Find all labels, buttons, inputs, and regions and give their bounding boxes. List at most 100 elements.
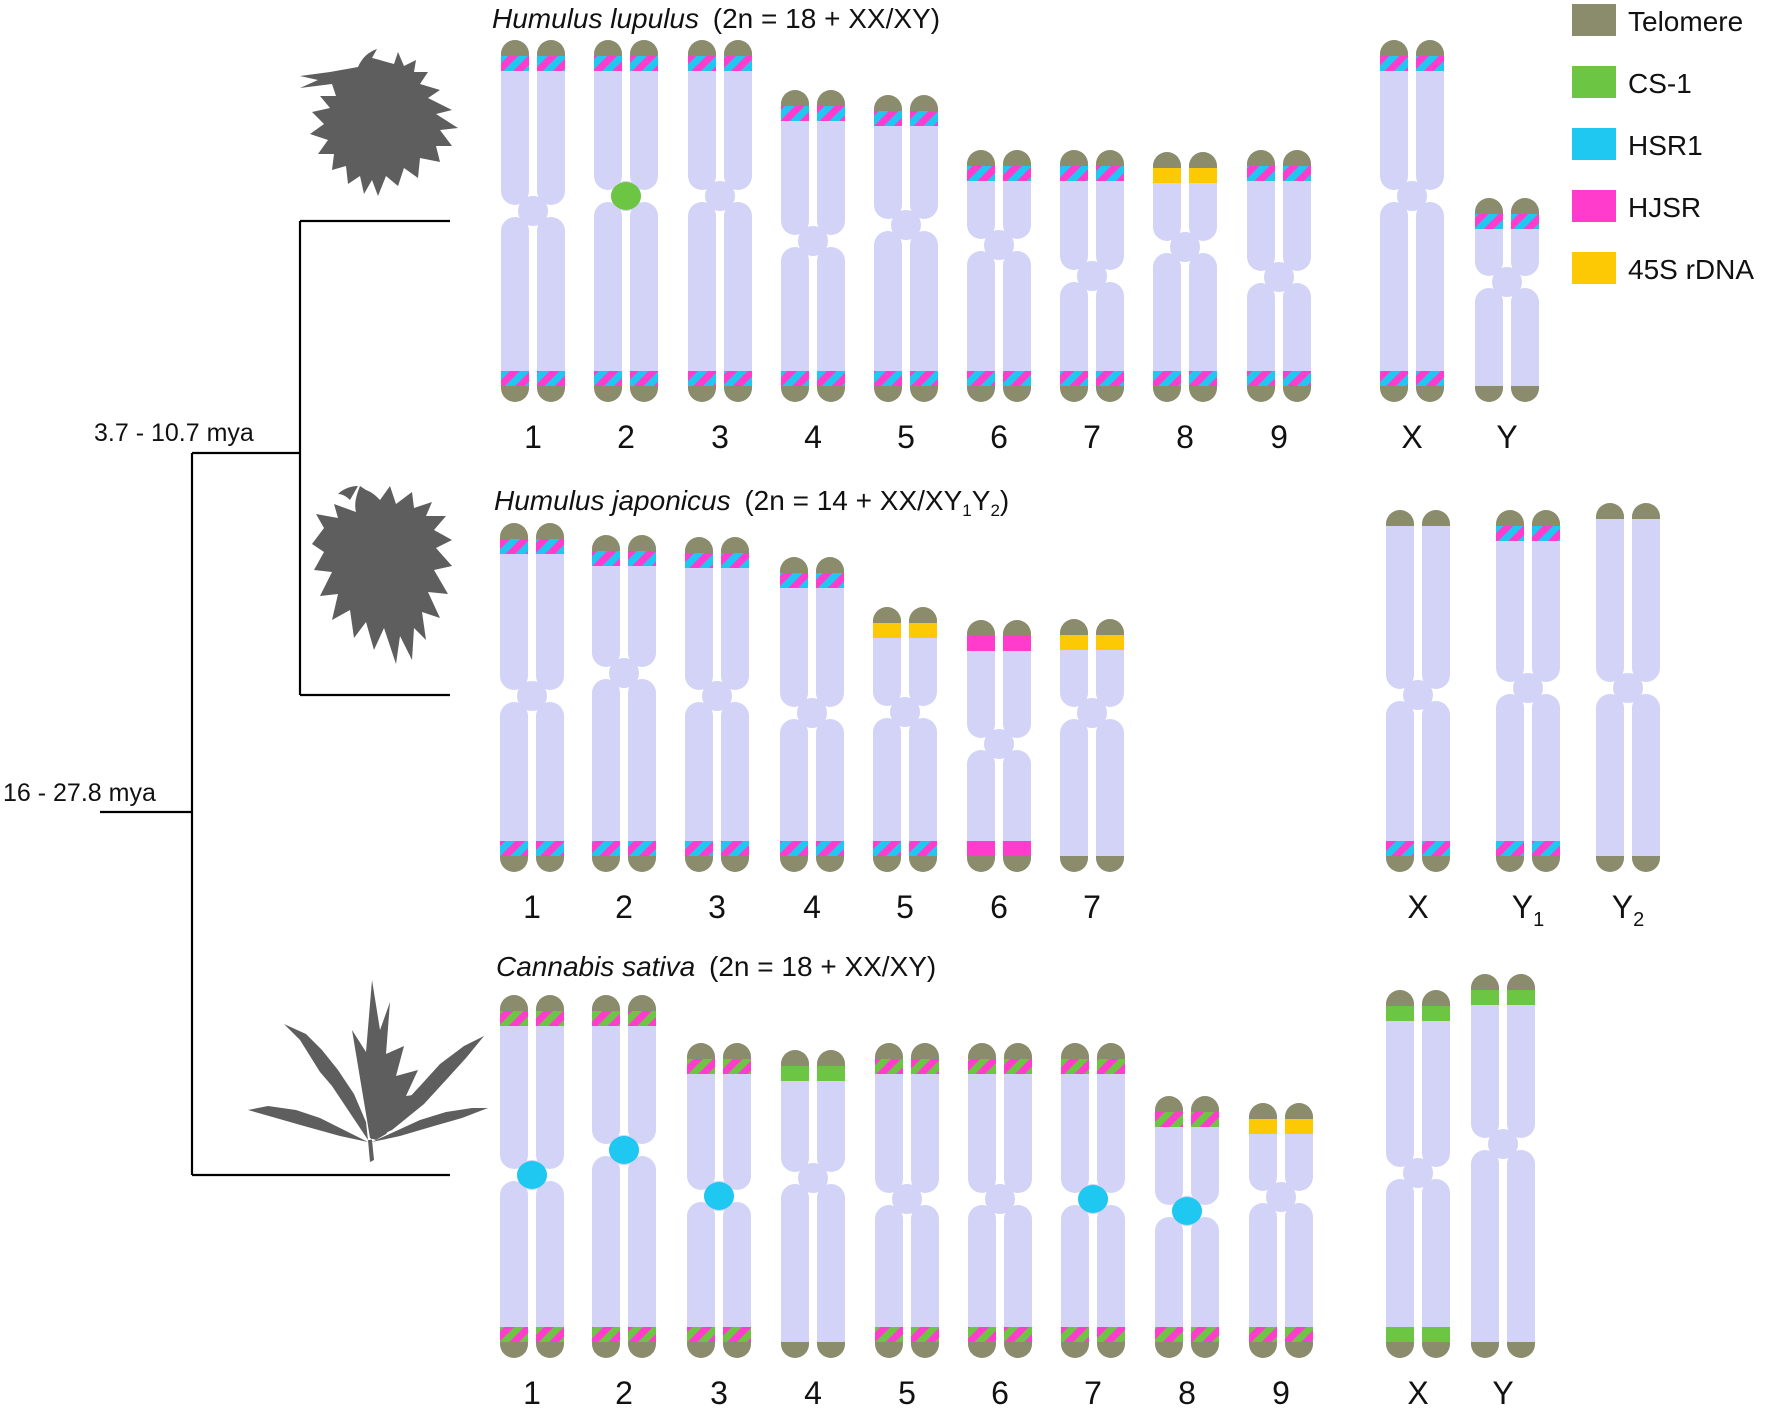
telomere-top — [817, 90, 845, 106]
telomere-top — [1496, 510, 1524, 526]
chromosome-label: 4 — [804, 419, 822, 455]
chromatid-left — [1471, 974, 1499, 1358]
chromosome-label-main: 3 — [708, 889, 726, 925]
chromatid-lower-arm — [1061, 1205, 1089, 1358]
chromosome-label-main: 4 — [803, 889, 821, 925]
signal-band-top — [501, 56, 529, 71]
chromatid-lower-arm — [911, 1205, 939, 1358]
chromatid-left — [1475, 198, 1503, 402]
chromatid-left — [500, 523, 528, 872]
chromatid-lower-arm — [873, 718, 901, 872]
chromosome-pair-Y: Y — [1475, 198, 1539, 455]
signal-band-bottom — [780, 841, 808, 856]
signal-band-bottom — [723, 1327, 751, 1342]
signal-band-top — [1060, 635, 1088, 650]
chromosome-pair-4: 4 — [780, 557, 844, 925]
chromosome-label: 6 — [990, 889, 1008, 925]
signal-band-bottom — [909, 841, 937, 856]
chromosome-label: 7 — [1084, 1375, 1102, 1409]
chromatid-right — [1096, 150, 1124, 402]
node-root-age-label: 16 - 27.8 mya — [3, 779, 156, 807]
chromosome-pair-5: 5 — [875, 1043, 939, 1409]
telomere-bottom — [1097, 1342, 1125, 1358]
japanese-hop-leaf-icon — [312, 486, 452, 664]
species-formula-japonicus-post: ) — [1000, 485, 1009, 516]
chromatid-right — [1189, 152, 1217, 402]
chromatid-lower-arm — [780, 719, 808, 872]
signal-band-bottom — [873, 841, 901, 856]
chromosome-label: 2 — [615, 889, 633, 925]
signal-band-bottom — [1249, 1327, 1277, 1342]
species-formula-japonicus-sub1: 1 — [962, 501, 971, 520]
signal-band-top — [1283, 166, 1311, 181]
chromatid-right — [628, 995, 656, 1358]
signal-band-bottom — [967, 841, 995, 856]
chromatid-lower-arm — [909, 718, 937, 872]
chromatid-upper-arm — [628, 535, 656, 667]
chromosome-label: 1 — [523, 1375, 541, 1409]
telomere-top — [874, 95, 902, 111]
centromere-signal — [517, 1161, 547, 1189]
chromosome-label: 7 — [1083, 889, 1101, 925]
chromatid-lower-arm — [500, 702, 528, 872]
signal-band-top — [967, 166, 995, 181]
telomere-bottom — [1416, 386, 1444, 402]
centromere — [1264, 262, 1294, 292]
chromosome-label: 3 — [711, 419, 729, 455]
chromosome-label: 8 — [1176, 419, 1194, 455]
telomere-bottom — [1247, 386, 1275, 402]
chromatid-upper-arm — [594, 40, 622, 190]
telomere-bottom — [968, 1342, 996, 1358]
chromatid-right — [1003, 620, 1031, 872]
chromatid-lower-arm — [968, 1205, 996, 1358]
signal-band-top — [1416, 56, 1444, 71]
signal-band-bottom — [594, 371, 622, 386]
chromosome-label-main: 5 — [896, 889, 914, 925]
chromosome-label-main: 8 — [1176, 419, 1194, 455]
telomere-top — [724, 40, 752, 56]
signal-band-top — [909, 623, 937, 638]
chromatid-upper-arm — [968, 1043, 996, 1193]
chromatid-lower-arm — [910, 231, 938, 402]
telomere-top — [1283, 150, 1311, 166]
chromatid-right — [909, 607, 937, 872]
chromosome-label-main: 7 — [1084, 1375, 1102, 1409]
telomere-bottom — [873, 856, 901, 872]
chromatid-upper-arm — [1507, 974, 1535, 1138]
signal-band-bottom — [536, 841, 564, 856]
chromosome-label: 3 — [708, 889, 726, 925]
chromatid-lower-arm — [1532, 694, 1560, 872]
chromosome-label: 1 — [523, 889, 541, 925]
signal-band-top — [1153, 168, 1181, 183]
signal-band-top — [910, 111, 938, 126]
chromatid-upper-arm — [628, 995, 656, 1144]
signal-band-bottom — [1386, 841, 1414, 856]
telomere-top — [781, 90, 809, 106]
chromatid-upper-arm — [537, 40, 565, 205]
chromatid-upper-arm — [1386, 510, 1414, 689]
signal-band-top — [1507, 990, 1535, 1005]
signal-band-top — [594, 56, 622, 71]
telomere-top — [500, 995, 528, 1011]
chromatid-lower-arm — [1249, 1203, 1277, 1358]
telomere-bottom — [594, 386, 622, 402]
chromosome-label-main: 6 — [990, 419, 1008, 455]
centromere — [984, 230, 1014, 260]
telomere-bottom — [1422, 1342, 1450, 1358]
signal-band-bottom — [687, 1327, 715, 1342]
chromatid-right — [1096, 619, 1124, 872]
telomere-top — [628, 995, 656, 1011]
signal-band-top — [721, 553, 749, 568]
chromosome-label-main: X — [1401, 419, 1422, 455]
telomere-top — [910, 95, 938, 111]
chromatid-upper-arm — [501, 40, 529, 205]
chromatid-right — [1004, 1043, 1032, 1358]
signal-band-bottom — [1386, 1327, 1414, 1342]
telomere-top — [1060, 150, 1088, 166]
species-name-japonicus: Humulus japonicus — [494, 485, 731, 516]
chromosome-label-main: 3 — [711, 419, 729, 455]
chromosome-label-main: 8 — [1178, 1375, 1196, 1409]
signal-band-bottom — [688, 371, 716, 386]
centromere-signal — [1078, 1185, 1108, 1213]
